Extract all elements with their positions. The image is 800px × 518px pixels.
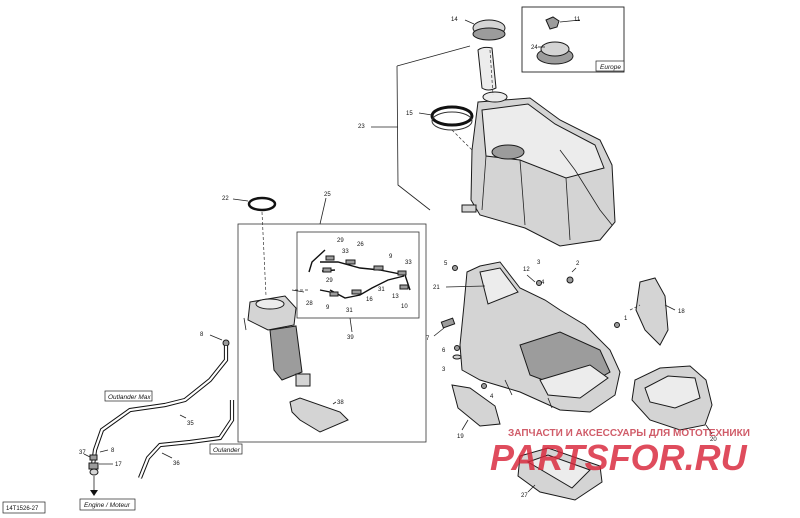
callout-18: 18 [678,309,685,315]
callout-9b: 9 [326,305,330,311]
callout-17: 17 [115,462,122,468]
callout-33a: 33 [342,249,349,255]
drawing-code-box: 14T1526-27 [2,501,46,514]
callout-16: 16 [366,297,373,303]
callout-37: 37 [79,450,86,456]
callout-2: 2 [576,261,580,267]
callout-8b: 8 [111,448,115,454]
fuel-pump [243,211,311,387]
level-sender: 38 [289,397,349,433]
fuel-tank [461,91,616,247]
callout-11: 11 [574,17,581,23]
deflector-right: 18 [629,277,685,346]
callout-24: 24 [531,45,538,51]
tank-support: 21 [433,261,621,413]
guard-rear: 20 [631,365,717,443]
side-plate: 19 [451,384,501,440]
callout-20: 20 [710,437,717,443]
bracket-23 [371,45,471,211]
drawing-code: 14T1526-27 [6,506,39,512]
callout-38: 38 [337,400,344,406]
pump-seal: 22 [222,196,277,212]
callout-1: 1 [624,316,628,322]
callout-10: 10 [401,304,408,310]
hose-harness: 29 26 33 9 33 29 31 13 10 28 9 16 31 [306,238,412,314]
engine-connector: 8 37 17 Engine / Moteur [79,448,136,511]
fuel-cap: 14 [451,17,506,41]
callout-35: 35 [187,421,194,427]
callout-29a: 29 [337,238,344,244]
callout-21: 21 [433,285,440,291]
callout-8a: 8 [200,332,204,338]
callout-33b: 33 [405,260,412,266]
callout-26: 26 [357,242,364,248]
lock-ring: 15 [406,105,474,131]
callout-5a: 5 [444,261,448,267]
europe-cap-key [545,16,560,30]
watermark-caption: ЗАПЧАСТИ И АКСЕССУАРЫ ДЛЯ МОТОТЕХНИКИ [508,428,750,439]
callout-6: 6 [442,348,446,354]
pump-box: 25 39 [237,192,427,443]
watermark-brand: PARTSFOR.RU [490,437,748,478]
callout-4a: 4 [541,280,545,286]
callout-22: 22 [222,196,229,202]
outlander-label: Oulander [213,447,241,454]
callout-31b: 31 [346,308,353,314]
vent-hoses: 8 35 36 Outlander Max Oulander [90,332,243,479]
filler-hose [477,46,497,91]
europe-inset: Europe 11 24 [521,6,625,73]
arrow-down-icon [90,490,98,496]
europe-label: Europe [600,64,621,71]
callout-29b: 29 [326,278,333,284]
callout-14: 14 [451,17,458,23]
callout-9a: 9 [389,254,393,260]
engine-label: Engine / Moteur [84,502,131,509]
callout-25: 25 [324,192,331,198]
callout-39: 39 [347,335,354,341]
callout-19: 19 [457,434,464,440]
callout-36: 36 [173,461,180,467]
callout-27: 27 [521,493,528,499]
callout-13: 13 [392,294,399,300]
callout-7: 7 [426,336,430,342]
outlander-max-label: Outlander Max [108,394,151,401]
callout-31a: 31 [378,287,385,293]
callout-4b: 4 [490,394,494,400]
skid-plate: 27 [517,447,603,501]
callout-3b: 3 [442,367,446,373]
callout-28: 28 [306,301,313,307]
watermark: ЗАПЧАСТИ И АКСЕССУАРЫ ДЛЯ МОТОТЕХНИКИ PA… [490,428,750,478]
callout-15: 15 [406,111,413,117]
callout-12: 12 [523,267,530,273]
callout-23: 23 [358,124,365,130]
callout-3a: 3 [537,260,541,266]
support-fasteners: 5 12 3 4 2 7 6 3 4 1 [426,260,628,400]
europe-cap [540,41,570,57]
